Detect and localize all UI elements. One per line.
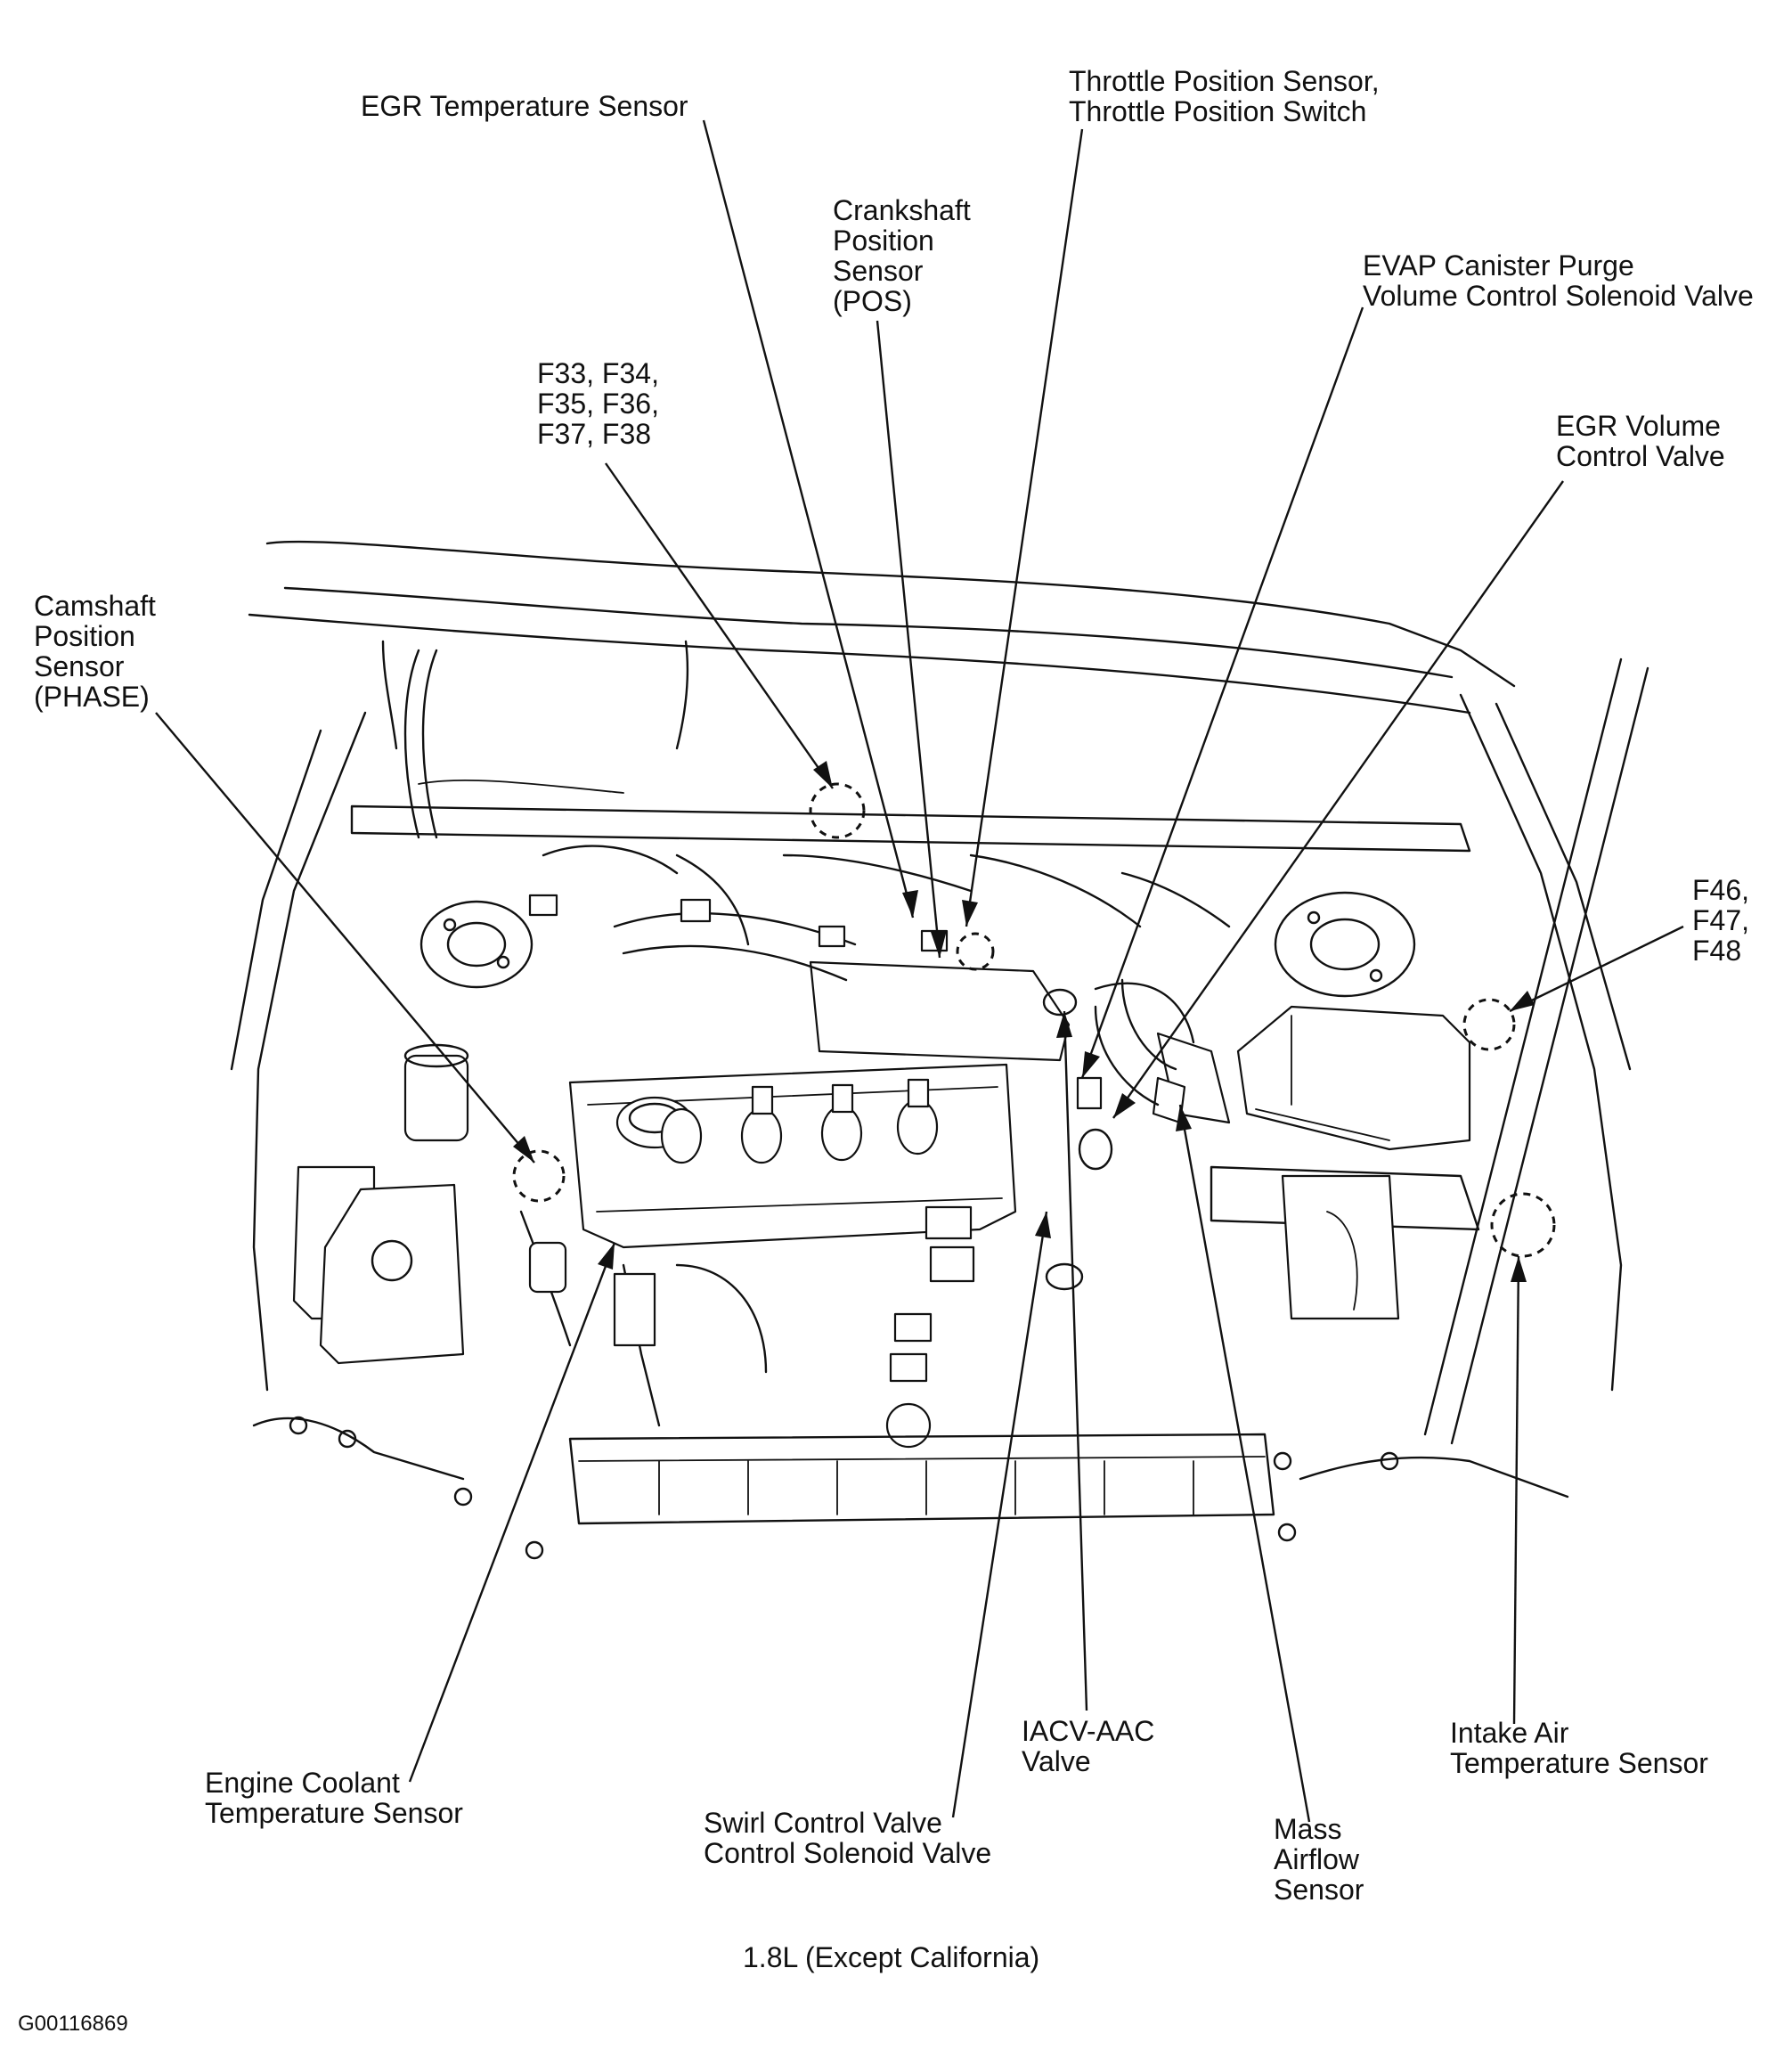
label-connectors-f46-f48: F46,F47,F48 [1692,875,1749,966]
leader-crankshaft-position-sensor [876,320,941,959]
label-engine-coolant-temperature-sensor-line-1: Engine Coolant [205,1767,400,1799]
leader-egr-volume-control-valve [1112,480,1564,1119]
engine-artwork [230,540,1649,1560]
label-mass-airflow-sensor-line-3: Sensor [1274,1874,1364,1906]
label-throttle-position-sensor: Throttle Position Sensor,Throttle Positi… [1069,66,1380,127]
label-camshaft-position-sensor-line-2: Position [34,620,135,652]
arrowhead-throttle-position-sensor [962,900,978,927]
label-egr-volume-control-valve-line-1: EGR Volume [1556,410,1721,442]
label-egr-volume-control-valve-line-2: Control Valve [1556,440,1725,472]
arrowhead-engine-coolant-temperature-sensor [598,1243,615,1270]
label-camshaft-position-sensor-line-3: Sensor [34,650,125,682]
arrowhead-connectors-f33-f38 [813,761,833,788]
label-mass-airflow-sensor-line-2: Airflow [1274,1843,1360,1875]
label-iacv-aac-valve-line-1: IACV-AAC [1022,1715,1155,1747]
sensor-location-markers [512,782,1556,1258]
label-iacv-aac-valve-line-2: Valve [1022,1745,1091,1777]
label-connectors-f33-f38-line-3: F37, F38 [537,418,652,450]
label-crankshaft-position-sensor-line-4: (POS) [833,285,912,317]
label-crankshaft-position-sensor-line-1: Crankshaft [833,194,971,226]
label-crankshaft-position-sensor-line-3: Sensor [833,255,924,287]
label-intake-air-temperature-sensor-line-2: Temperature Sensor [1450,1747,1708,1779]
location-marker-connectors-f33-f38 [809,782,866,839]
label-connectors-f33-f38: F33, F34,F35, F36,F37, F38 [537,358,659,449]
leader-evap-canister-purge [1080,306,1364,1079]
label-connectors-f46-f48-line-2: F47, [1692,904,1750,936]
arrowhead-evap-canister-purge [1082,1051,1100,1078]
arrowhead-camshaft-position-sensor [513,1136,534,1163]
arrowhead-intake-air-temperature-sensor [1511,1256,1527,1282]
label-connectors-f33-f38-line-1: F33, F34, [537,357,659,389]
arrowhead-connectors-f46-f48 [1510,991,1535,1011]
label-swirl-control-valve-line-2: Control Solenoid Valve [704,1837,992,1869]
label-camshaft-position-sensor-line-1: Camshaft [34,590,156,622]
label-throttle-position-sensor-line-2: Throttle Position Switch [1069,95,1367,127]
location-marker-intake-air-temp-sensor [1490,1192,1556,1258]
location-marker-camshaft-sensor [512,1149,566,1203]
leader-camshaft-position-sensor [155,712,535,1164]
location-marker-connectors-f46-f48 [1462,998,1516,1051]
label-evap-canister-purge-line-2: Volume Control Solenoid Valve [1363,280,1754,312]
leader-connectors-f33-f38 [605,462,834,789]
leader-swirl-control-valve [951,1211,1048,1818]
label-camshaft-position-sensor-line-4: (PHASE) [34,681,150,713]
location-marker-crankshaft-sensor [956,932,995,971]
leader-iacv-aac-valve [1063,1010,1088,1711]
arrowhead-iacv-aac-valve [1056,1011,1072,1038]
leader-throttle-position-sensor [965,128,1084,927]
figure-caption: 1.8L (Except California) [743,1941,1040,1973]
label-swirl-control-valve-line-1: Swirl Control Valve [704,1807,942,1839]
leader-connectors-f46-f48 [1509,925,1684,1013]
label-mass-airflow-sensor-line-1: Mass [1274,1813,1342,1845]
figure-id: G00116869 [18,2012,128,2036]
arrowhead-swirl-control-valve [1035,1212,1051,1238]
leader-intake-air-temperature-sensor [1512,1255,1520,1725]
arrowhead-egr-volume-control-valve [1113,1093,1136,1118]
label-connectors-f46-f48-line-1: F46, [1692,874,1750,906]
leader-egr-temperature-sensor [702,119,915,919]
label-connectors-f33-f38-line-2: F35, F36, [537,388,659,420]
label-connectors-f46-f48-line-3: F48 [1692,935,1742,967]
leader-engine-coolant-temperature-sensor [408,1242,616,1783]
label-egr-temperature-sensor: EGR Temperature Sensor [361,91,688,121]
arrowhead-mass-airflow-sensor [1176,1105,1192,1131]
leader-mass-airflow-sensor [1178,1104,1311,1823]
label-intake-air-temperature-sensor-line-1: Intake Air [1450,1717,1569,1749]
label-evap-canister-purge-line-1: EVAP Canister Purge [1363,249,1634,282]
leader-arrowheads [513,761,1535,1282]
label-engine-coolant-temperature-sensor-line-2: Temperature Sensor [205,1797,463,1829]
label-throttle-position-sensor-line-1: Throttle Position Sensor, [1069,65,1380,97]
leader-lines [155,119,1684,1823]
arrowhead-egr-temperature-sensor [902,890,918,918]
arrowhead-crankshaft-position-sensor [931,930,947,958]
label-crankshaft-position-sensor-line-2: Position [833,225,934,257]
label-egr-temperature-sensor-line-1: EGR Temperature Sensor [361,90,688,122]
